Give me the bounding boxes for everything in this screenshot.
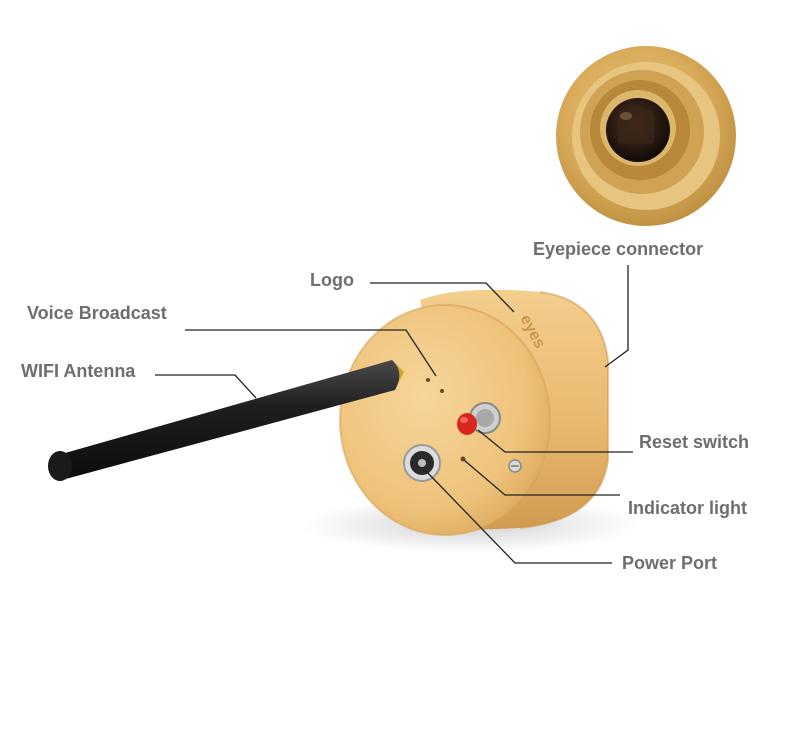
power-port: [403, 444, 441, 482]
speaker-hole: [440, 389, 444, 393]
label-power-port: Power Port: [622, 553, 718, 573]
leader-power: [424, 469, 612, 564]
speaker-hole: [426, 378, 430, 382]
reset-switch: [457, 402, 501, 435]
leader-logo: [370, 282, 515, 313]
label-reset-switch: Reset switch: [639, 432, 750, 452]
leader-wifi: [155, 374, 257, 399]
label-logo: Logo: [310, 270, 354, 290]
leader-voice: [185, 329, 437, 377]
eyepiece-inset: [556, 46, 736, 226]
wifi-antenna: [48, 360, 404, 481]
leader-reset: [477, 429, 633, 453]
label-voice-broadcast: Voice Broadcast: [27, 303, 167, 323]
label-eyepiece-connector: Eyepiece connector: [533, 239, 704, 259]
label-wifi-antenna: WIFI Antenna: [21, 361, 136, 381]
leader-lines: [155, 265, 633, 564]
label-indicator-light: Indicator light: [628, 498, 747, 518]
device-body: eyes: [339, 289, 609, 536]
leader-eyepiece: [604, 265, 629, 368]
leader-indicator: [463, 459, 620, 496]
